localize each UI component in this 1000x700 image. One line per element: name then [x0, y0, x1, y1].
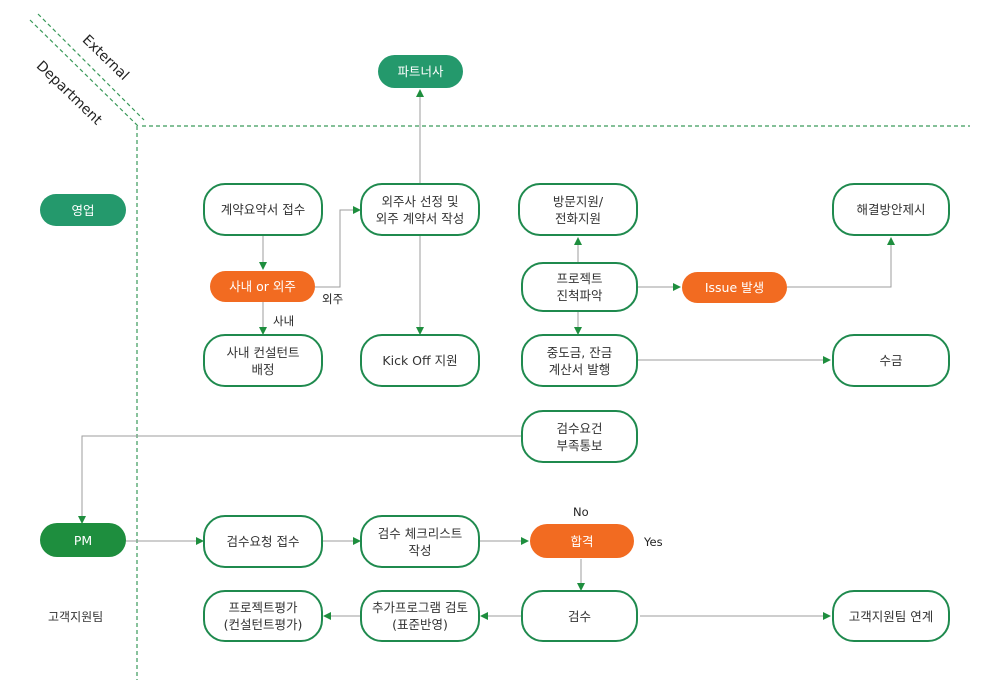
lane-sales-label: 영업	[40, 194, 126, 226]
visit-support-node: 방문지원/ 전화지원	[518, 183, 638, 236]
solution-node: 해결방안제시	[832, 183, 950, 236]
inhouse-or-outsource-decision: 사내 or 외주	[210, 271, 315, 302]
edge-label-no: No	[573, 505, 589, 519]
edge-label-yes: Yes	[644, 535, 663, 549]
pass-decision: 합격	[530, 524, 634, 558]
checklist-node: 검수 체크리스트 작성	[360, 515, 480, 568]
boundary-diagonal-2	[37, 13, 145, 121]
interim-payment-node: 중도금, 잔금 계산서 발행	[521, 334, 638, 387]
inhouse-assign-node: 사내 컨설턴트 배정	[203, 334, 323, 387]
project-eval-node: 프로젝트평가 (컨설턴트평가)	[203, 590, 323, 642]
additional-review-node: 추가프로그램 검토 (표준반영)	[360, 590, 480, 642]
connectors	[78, 89, 895, 620]
issue-node: Issue 발생	[682, 272, 787, 303]
edge-label-outsource: 외주	[322, 292, 344, 306]
edge-notice-to-pm	[78, 435, 521, 524]
boundary-diagonal-1	[29, 19, 139, 127]
kickoff-node: Kick Off 지원	[360, 334, 480, 387]
edge-issue-to-solution	[787, 237, 895, 288]
edge-decision-to-outsource	[315, 206, 361, 288]
support-link-node: 고객지원팀 연계	[832, 590, 950, 642]
lane-support-label: 고객지원팀	[48, 610, 104, 624]
boundary-lines	[29, 13, 970, 680]
contract-receipt-node: 계약요약서 접수	[203, 183, 323, 236]
collection-node: 수금	[832, 334, 950, 387]
partner-node: 파트너사	[378, 55, 463, 88]
outsource-select-node: 외주사 선정 및 외주 계약서 작성	[360, 183, 480, 236]
inspection-notice-node: 검수요건 부족통보	[521, 410, 638, 463]
inspection-request-node: 검수요청 접수	[203, 515, 323, 568]
inspection-node: 검수	[521, 590, 638, 642]
progress-check-node: 프로젝트 진척파악	[521, 262, 638, 312]
lane-pm-label: PM	[40, 523, 126, 557]
edge-label-inhouse: 사내	[273, 314, 295, 328]
